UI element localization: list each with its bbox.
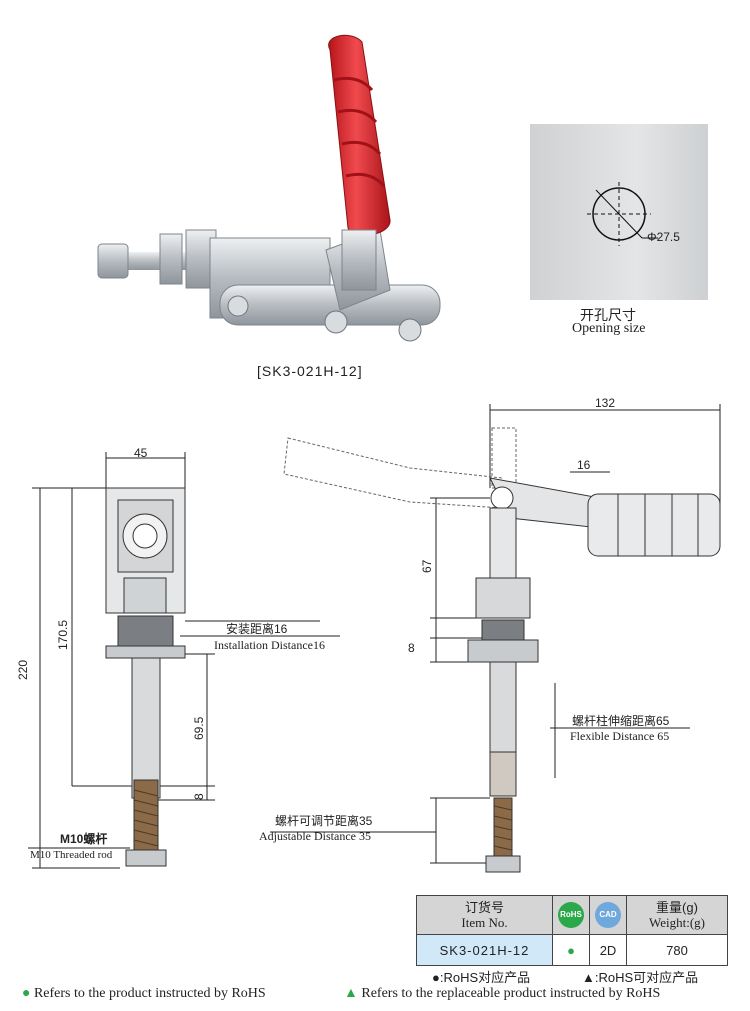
flex-distance-en: Flexible Distance 65 bbox=[570, 729, 670, 743]
product-photo bbox=[97, 34, 441, 342]
adjust-distance-cn: 螺杆可调节距离35 bbox=[275, 814, 373, 828]
side-view-drawing bbox=[270, 404, 721, 873]
install-distance-en: Installation Distance16 bbox=[214, 638, 325, 652]
side-dim-handle: 16 bbox=[577, 458, 591, 472]
weight-header-en: Weight:(g) bbox=[649, 915, 705, 930]
legend-rohs-en: ● Refers to the product instructed by Ro… bbox=[22, 986, 266, 1002]
legend-replace-cn: ▲:RoHS可对应产品 bbox=[582, 970, 699, 985]
opening-plate: Φ27.5 bbox=[530, 124, 708, 300]
red-handle bbox=[328, 34, 391, 236]
green-triangle-icon: ▲ bbox=[344, 986, 358, 1001]
side-dim-gap: 8 bbox=[408, 641, 415, 655]
item-no-value: SK3-021H-12 bbox=[416, 934, 553, 966]
legend-replace-en: ▲ Refers to the replaceable product inst… bbox=[344, 986, 660, 1002]
cad-value: 2D bbox=[589, 934, 627, 966]
item-no-header-cn: 订货号 bbox=[464, 900, 504, 915]
front-dim-total: 220 bbox=[16, 659, 30, 680]
opening-diameter: Φ27.5 bbox=[647, 230, 680, 244]
green-dot-icon: ● bbox=[22, 986, 31, 1001]
opening-hole-diagram bbox=[587, 182, 658, 246]
cad-badge-icon: CAD bbox=[595, 902, 621, 928]
adjust-distance-en: Adjustable Distance 35 bbox=[259, 829, 371, 843]
weight-header-cn: 重量(g) bbox=[656, 900, 698, 915]
front-dim-rod: 69.5 bbox=[192, 716, 206, 740]
rohs-badge-icon: RoHS bbox=[558, 902, 584, 928]
front-dim-upper: 170.5 bbox=[56, 619, 70, 650]
legend-rohs-cn-text: ●:RoHS对应产品 bbox=[432, 970, 531, 985]
legend-rohs-en-text: Refers to the product instructed by RoHS bbox=[33, 986, 266, 1001]
legend-replace-en-text: Refers to the replaceable product instru… bbox=[361, 986, 661, 1001]
front-view-drawing bbox=[28, 452, 340, 869]
spec-table: 订货号 Item No. RoHS CAD 重量(g) Weight:(g) S… bbox=[416, 895, 728, 966]
weight-value: 780 bbox=[626, 934, 728, 966]
opening-title-en: Opening size bbox=[572, 321, 646, 336]
rohs-value: ● bbox=[552, 934, 590, 966]
rod-label-cn: M10螺杆 bbox=[60, 832, 108, 846]
side-dim-length: 132 bbox=[595, 396, 616, 410]
opening-title-cn: 开孔尺寸 bbox=[580, 307, 636, 323]
front-dim-width: 45 bbox=[134, 446, 148, 460]
flex-distance-cn: 螺杆柱伸缩距离65 bbox=[572, 714, 670, 728]
front-dim-nut: 8 bbox=[192, 793, 206, 800]
side-dim-height: 67 bbox=[420, 559, 434, 573]
legend-rohs-cn: ●:RoHS对应产品 bbox=[432, 967, 530, 986]
item-no-header-en: Item No. bbox=[461, 915, 508, 930]
model-caption: [SK3-021H-12] bbox=[257, 363, 363, 379]
install-distance-cn: 安装距离16 bbox=[226, 622, 288, 636]
rod-label-en: M10 Threaded rod bbox=[30, 849, 113, 861]
